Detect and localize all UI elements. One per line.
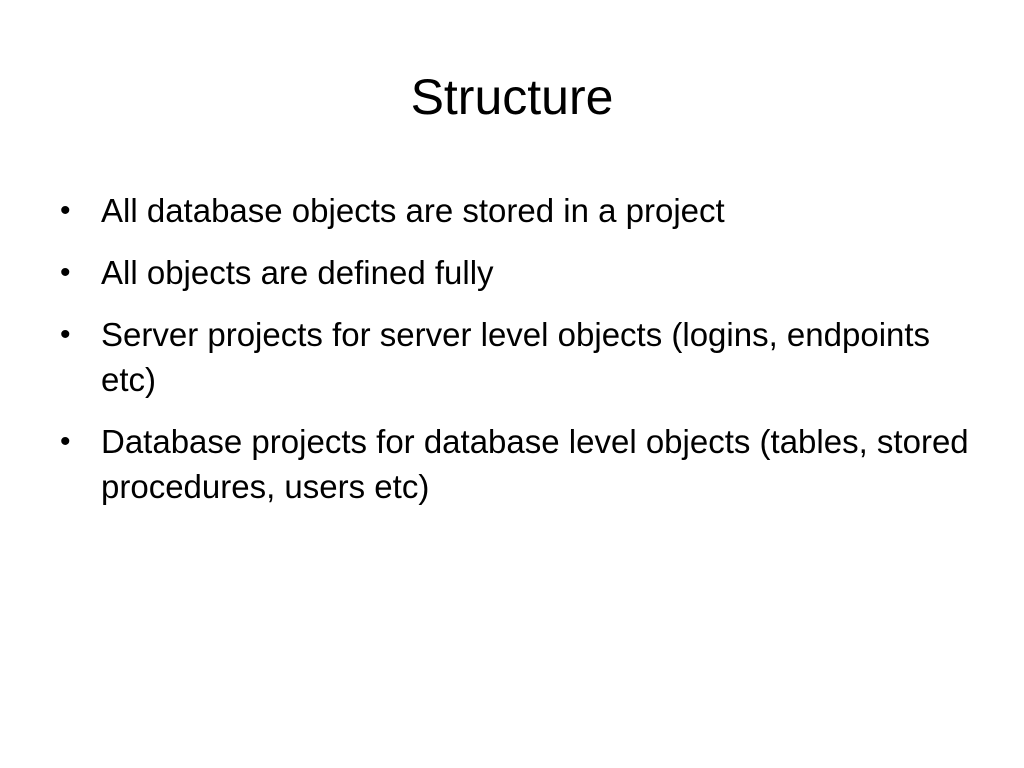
bullet-text: Database projects for database level obj… — [101, 423, 969, 505]
bullet-item: • Database projects for database level o… — [60, 419, 980, 509]
bullet-dot-icon: • — [60, 318, 71, 351]
bullet-text: Server projects for server level objects… — [101, 316, 931, 398]
bullet-item: • All objects are defined fully — [60, 250, 980, 295]
bullet-text: All database objects are stored in a pro… — [101, 192, 725, 229]
bullet-item: • Server projects for server level objec… — [60, 312, 980, 402]
slide-title: Structure — [410, 69, 614, 125]
bullet-dot-icon: • — [60, 256, 71, 289]
bullet-dot-icon: • — [60, 425, 71, 458]
bullet-dot-icon: • — [60, 194, 71, 227]
bullet-text: All objects are defined fully — [101, 254, 494, 291]
bullet-item: • All database objects are stored in a p… — [60, 188, 980, 233]
bullet-list: • All database objects are stored in a p… — [60, 188, 980, 526]
